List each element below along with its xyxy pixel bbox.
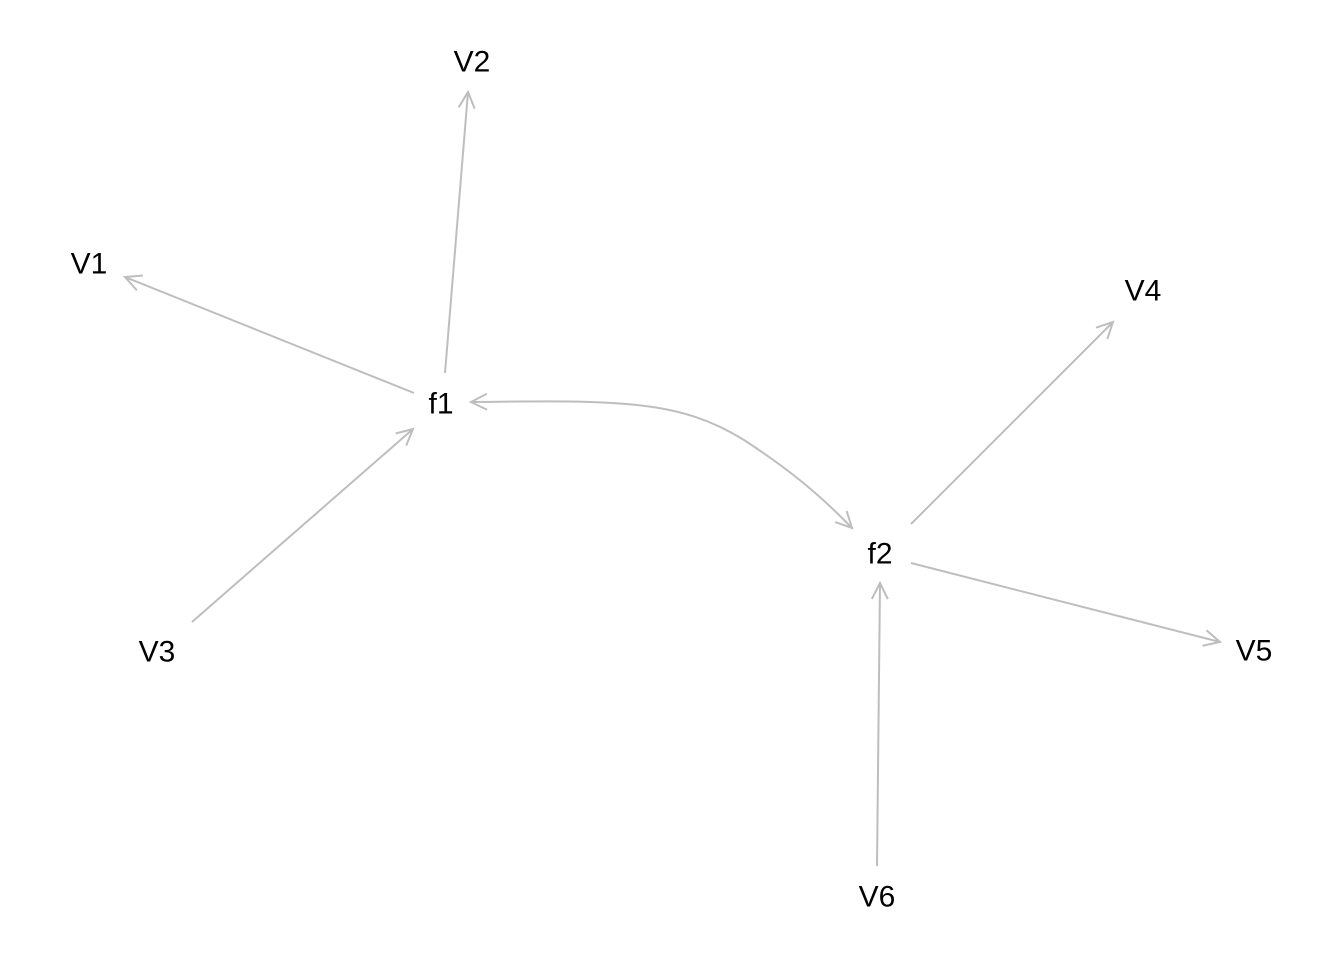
node-v2: V2 bbox=[454, 46, 491, 79]
node-f1: f1 bbox=[428, 388, 453, 421]
node-v6: V6 bbox=[859, 881, 896, 914]
node-v1: V1 bbox=[71, 248, 108, 281]
edge-f1-f2-covariance bbox=[471, 401, 852, 528]
node-v4: V4 bbox=[1125, 275, 1162, 308]
edge-f2-v4 bbox=[910, 322, 1113, 525]
edge-v3-f1 bbox=[191, 429, 413, 623]
node-v3: V3 bbox=[139, 636, 176, 669]
edge-f1-v2 bbox=[444, 92, 468, 374]
node-f2: f2 bbox=[867, 538, 892, 571]
edge-f1-v1 bbox=[125, 277, 415, 394]
edge-f2-v5 bbox=[910, 562, 1220, 642]
node-v5: V5 bbox=[1236, 635, 1273, 668]
edge-v6-f2 bbox=[877, 583, 880, 867]
